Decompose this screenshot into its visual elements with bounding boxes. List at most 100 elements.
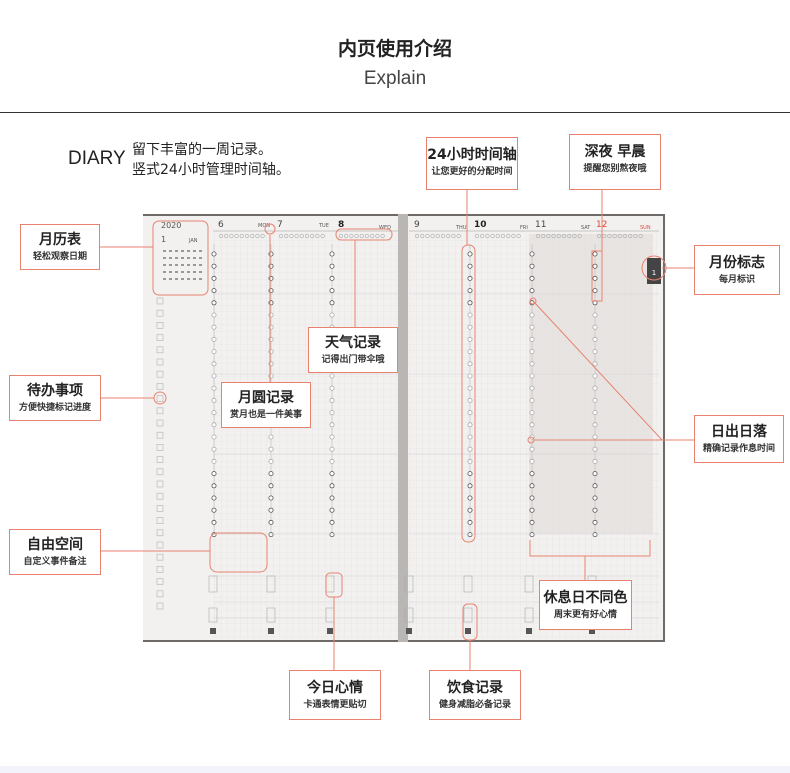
callout-mood: 今日心情 卡通表情更贴切: [289, 670, 381, 720]
timeline-hour-node: [329, 251, 335, 257]
highlight-month-tab: [641, 255, 667, 281]
timeline-hour-node: [268, 458, 274, 464]
todo-checkbox-column: [156, 297, 164, 610]
timeline-hour-node: [592, 385, 598, 391]
highlight-night: [591, 250, 603, 302]
callout-title: 自由空间: [27, 537, 83, 553]
timeline-hour-node: [467, 397, 473, 403]
mini-calendar-day: [199, 257, 202, 259]
weather-icon: [250, 233, 255, 239]
timeline-hour-node: [467, 519, 473, 525]
weather-icon: [278, 233, 284, 239]
timeline-hour-node: [268, 507, 274, 513]
page-title: 内页使用介绍: [337, 38, 452, 60]
todo-checkbox: [156, 578, 164, 585]
highlight-food: [462, 603, 478, 641]
timeline-hour-node: [329, 483, 335, 489]
todo-checkbox: [156, 456, 164, 463]
timeline-hour-node: [467, 385, 473, 391]
food-box: [463, 607, 473, 623]
weather-icon: [414, 233, 420, 239]
mini-calendar-day: [187, 257, 190, 259]
callout-title: 休息日不同色: [543, 590, 628, 606]
mood-box: [463, 575, 473, 593]
weather-icon: [338, 233, 344, 239]
timeline-hour-node: [592, 458, 598, 464]
weather-icon: [561, 233, 567, 239]
timeline-hour-node: [467, 336, 473, 342]
weather-icon: [628, 233, 633, 239]
timeline-hour-node: [467, 471, 473, 477]
timeline-hour-node: [268, 519, 274, 525]
mini-calendar-day: [181, 250, 184, 252]
timeline-hour-node: [211, 385, 217, 391]
weather-icon: [485, 233, 490, 239]
timeline-hour-node: [592, 251, 598, 257]
highlight-free-space: [209, 532, 268, 573]
timeline-hour-node: [211, 495, 217, 501]
day-number: 11: [535, 220, 546, 230]
weather-icon: [289, 233, 294, 239]
food-box: [266, 607, 276, 623]
highlight-calendar: [152, 220, 209, 296]
timeline-hour-node: [592, 532, 598, 538]
weather-icon: [224, 233, 229, 239]
callout-month-mark: 月份标志 每月标识: [694, 245, 780, 295]
timeline-hour-node: [467, 263, 473, 269]
timeline-hour-node: [329, 288, 335, 294]
timeline-hour-node: [467, 495, 473, 501]
callout-subtitle: 健身减脂必备记录: [438, 700, 511, 710]
highlight-todo: [153, 391, 167, 405]
mini-calendar-day: [193, 278, 196, 280]
todo-checkbox: [156, 334, 164, 341]
mood-box: [208, 575, 218, 593]
timeline-hour-node: [529, 446, 535, 452]
timeline-hour-node: [467, 251, 473, 257]
todo-checkbox: [156, 419, 164, 427]
day-header-sat: 11 SAT: [535, 220, 591, 231]
timeline-hour-node: [268, 495, 274, 501]
callout-holiday: 休息日不同色 周末更有好心情: [539, 580, 632, 630]
timeline-hour-node: [592, 519, 598, 525]
callout-title: 月历表: [39, 232, 81, 248]
timeline-hour-node: [211, 422, 217, 428]
timeline-hour-node: [529, 495, 535, 501]
todo-checkbox: [156, 590, 164, 598]
callout-title: 24小时时间轴: [427, 147, 517, 163]
timeline-hour-node: [329, 507, 335, 513]
mini-calendar-day: [199, 278, 202, 280]
highlight-moon: [264, 223, 276, 235]
timeline-hour-node: [211, 410, 217, 416]
timeline-hour-node: [592, 361, 598, 367]
weather-icon: [541, 233, 546, 239]
diary-brand: DIARY: [68, 148, 126, 169]
weather-icon: [304, 233, 310, 239]
month-tab: [647, 258, 661, 284]
weather-icon: [380, 233, 385, 239]
todo-checkbox: [156, 541, 164, 549]
timeline-hour-node: [211, 471, 217, 477]
todo-checkbox: [156, 517, 164, 524]
timeline-hour-node: [529, 458, 535, 464]
callout-subtitle: 方便快捷标记进度: [18, 403, 91, 413]
timeline-hour-node: [467, 483, 473, 489]
day-number: 10: [474, 220, 487, 230]
mini-calendar-day: [175, 257, 178, 259]
calendar-month-number: 1: [161, 235, 166, 244]
todo-checkbox: [156, 492, 164, 500]
weather-icon: [506, 233, 511, 239]
day-number: 6: [218, 220, 224, 230]
timeline-hour-node: [467, 324, 473, 330]
timeline-hour-node: [592, 275, 598, 281]
callout-night-morning: 深夜 早晨 提醒您别熬夜哦: [569, 134, 661, 190]
todo-checkbox: [156, 383, 164, 390]
weather-icon: [359, 233, 364, 239]
day-footer-mark: [210, 628, 216, 634]
mini-calendar-day: [187, 264, 190, 266]
callout-subtitle: 让您更好的分配时间: [431, 167, 513, 177]
weather-icon: [344, 233, 349, 239]
weather-icon: [239, 233, 244, 239]
mini-calendar-day: [175, 250, 178, 252]
weather-icon: [218, 233, 224, 239]
highlight-sunrise: [529, 297, 537, 305]
